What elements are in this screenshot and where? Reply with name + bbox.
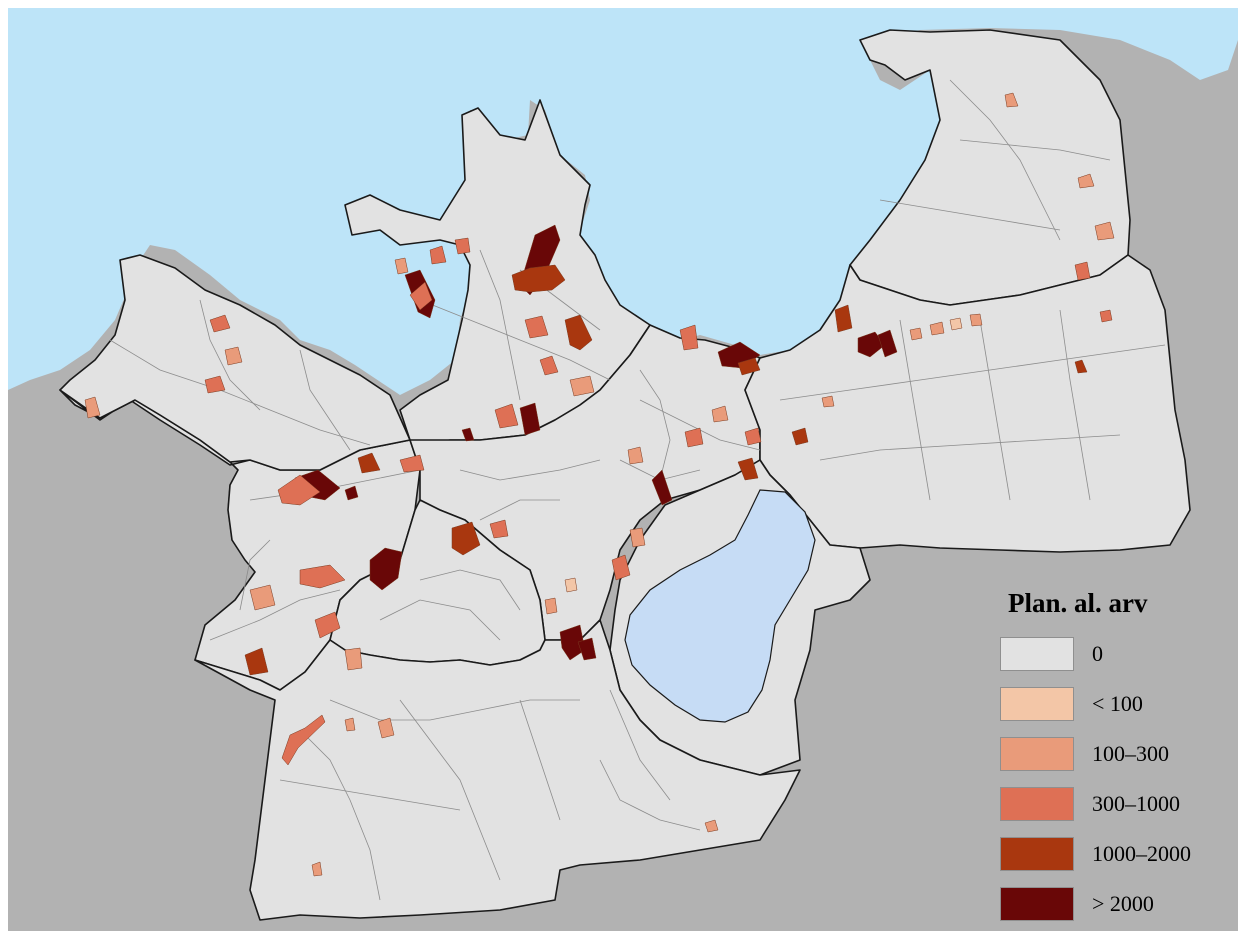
parcel-layer [84, 92, 1115, 877]
legend-classes: 0 < 100 100–300 300–1000 1000–2000 > 200… [1000, 629, 1240, 929]
legend-swatch [1000, 787, 1074, 821]
legend-label: > 2000 [1092, 891, 1154, 916]
legend-swatch [1000, 637, 1074, 671]
legend-label: 100–300 [1092, 741, 1169, 766]
sea-area [8, 8, 1238, 395]
legend-label: 1000–2000 [1092, 841, 1191, 866]
legend-item-0: 0 [1000, 629, 1240, 679]
district-south [194, 619, 801, 921]
lake-ulemiste [624, 489, 816, 723]
legend-item-4: 1000–2000 [1000, 829, 1240, 879]
legend-swatch [1000, 837, 1074, 871]
map-legend: Plan. al. arv 0 < 100 100–300 300–1000 1… [1000, 588, 1240, 929]
legend-item-3: 300–1000 [1000, 779, 1240, 829]
legend-item-2: 100–300 [1000, 729, 1240, 779]
legend-label: 0 [1092, 641, 1103, 666]
legend-item-1: < 100 [1000, 679, 1240, 729]
map-frame [8, 8, 1238, 931]
districts [59, 29, 1191, 921]
legend-label: < 100 [1092, 691, 1143, 716]
legend-swatch [1000, 887, 1074, 921]
legend-swatch [1000, 737, 1074, 771]
legend-title: Plan. al. arv [1008, 588, 1148, 618]
street-network [109, 79, 1166, 901]
district-east [744, 254, 1191, 553]
legend-swatch [1000, 687, 1074, 721]
legend-item-5: > 2000 [1000, 879, 1240, 929]
map-canvas [8, 8, 1238, 931]
legend-label: 300–1000 [1092, 791, 1180, 816]
